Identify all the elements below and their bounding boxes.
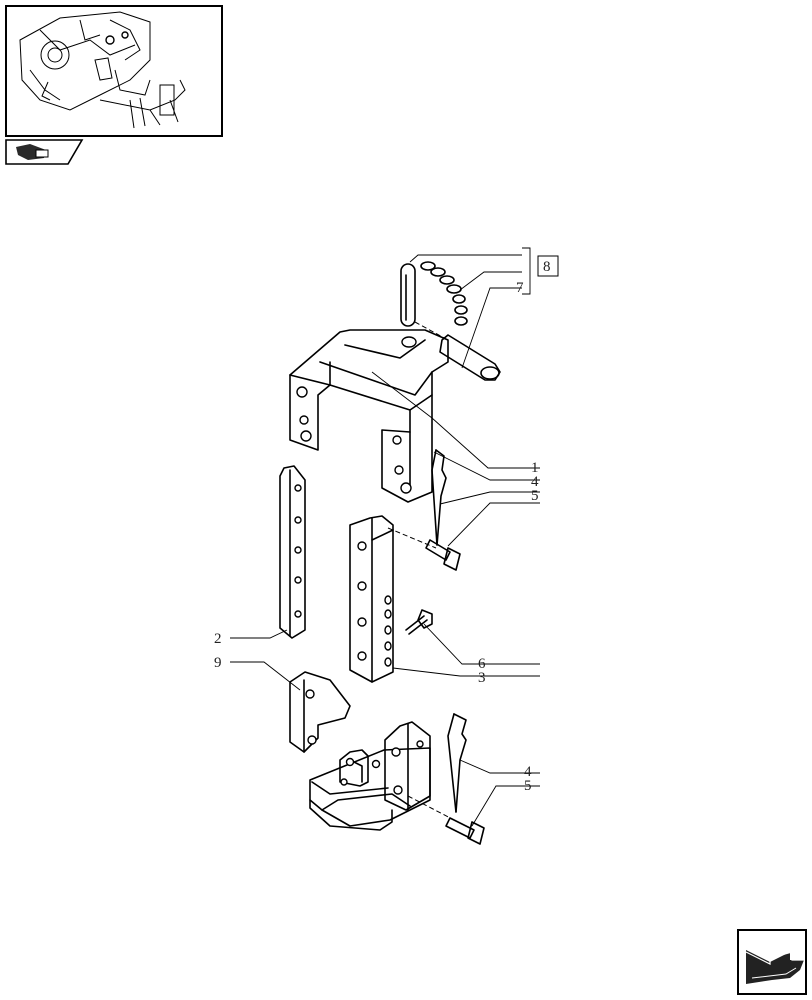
leader-lines <box>230 247 540 827</box>
next-page-button[interactable] <box>737 929 807 995</box>
thumbnail-panel[interactable] <box>5 5 223 137</box>
drawbar-channel <box>349 515 394 683</box>
next-page-arrow-icon <box>745 950 804 984</box>
hitch-body-lower <box>289 671 431 831</box>
callout-9: 9 <box>214 655 222 671</box>
component-book-icon <box>16 144 49 160</box>
callout-7: 7 <box>516 280 524 296</box>
callout-labels: 1 4 5 6 3 2 9 4 5 7 8 <box>214 255 559 794</box>
callout-6: 6 <box>478 656 486 672</box>
callout-5-upper: 5 <box>531 488 539 504</box>
callout-1: 1 <box>531 460 539 476</box>
side-plate <box>279 465 306 639</box>
bolt <box>405 609 433 635</box>
callout-8: 8 <box>543 259 551 275</box>
chain-links <box>420 261 468 326</box>
callout-4-upper: 4 <box>531 474 539 490</box>
callout-8-box <box>537 255 559 277</box>
callout-5-lower: 5 <box>524 778 532 794</box>
r-clip-and-pin-lower <box>407 713 485 845</box>
callout-3: 3 <box>478 670 486 686</box>
component-book-tab[interactable] <box>5 139 84 165</box>
callout-4-lower: 4 <box>524 764 532 780</box>
hitch-bracket-upper <box>289 329 449 503</box>
callout-2: 2 <box>214 631 222 647</box>
tractor-rear-hitch-thumbnail-icon <box>19 11 186 129</box>
chain-and-retaining-pin <box>400 261 501 381</box>
